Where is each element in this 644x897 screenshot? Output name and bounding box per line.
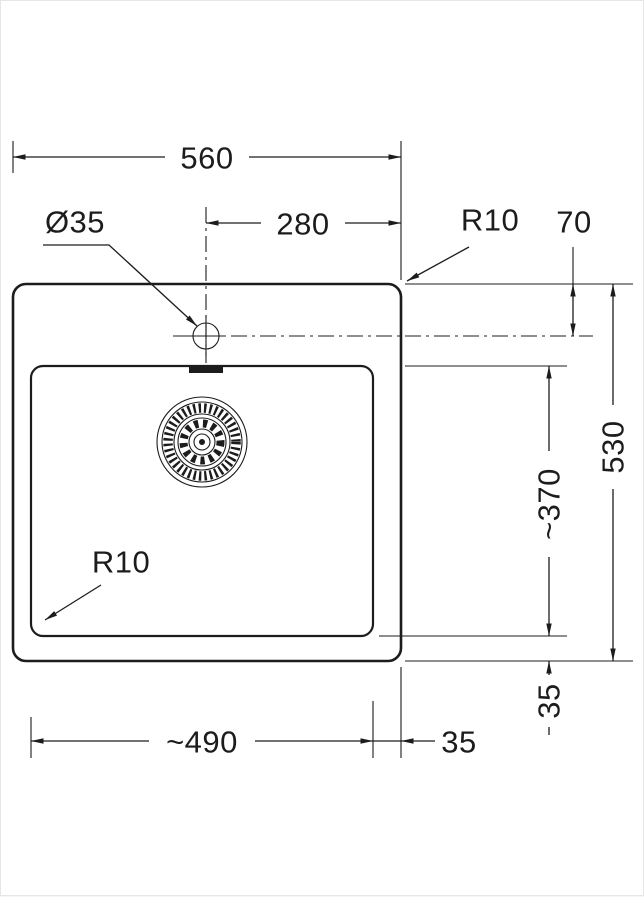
dim-bottom-margin: 35 — [531, 661, 567, 735]
dim-bowl-depth: ~370 — [531, 366, 567, 636]
corner-radius-bowl-label: R10 — [92, 545, 150, 580]
corner-radius-top-label: R10 — [461, 203, 519, 238]
drain-ring-outer — [156, 396, 248, 488]
callout-corner-radius-bowl: R10 — [44, 545, 150, 621]
extension-lines — [12, 141, 633, 758]
overall-width-label: 560 — [180, 141, 233, 176]
drain-ring — [177, 417, 227, 467]
centerlines — [173, 207, 593, 363]
drain-slots-band — [179, 419, 225, 465]
callout-hole-diameter: Ø35 — [43, 205, 198, 327]
sink-bowl-edge — [29, 364, 375, 638]
bottom-margin-label: 35 — [532, 683, 567, 718]
hole-center-offset-label: 280 — [276, 207, 329, 242]
dim-edge-to-hole: 70 — [556, 205, 591, 336]
right-margin-label: 35 — [441, 725, 476, 760]
drain-knurl-band — [163, 403, 241, 481]
drain-center-dot — [199, 439, 205, 445]
drain-strainer — [156, 396, 248, 488]
sink-outer-edge — [11, 282, 403, 663]
drain-ring — [173, 413, 231, 471]
drain-cap — [193, 433, 211, 451]
callout-corner-radius-top: R10 — [406, 203, 519, 282]
edge-to-hole-label: 70 — [556, 205, 591, 240]
dim-bowl-width: ~490 — [31, 723, 373, 760]
dim-overall-width: 560 — [13, 139, 401, 176]
drain-ring — [161, 401, 243, 483]
bowl-width-label: ~490 — [166, 725, 238, 760]
drain-ring — [188, 428, 216, 456]
dim-right-margin: 35 — [373, 725, 476, 760]
overall-depth-label: 530 — [596, 420, 631, 473]
overflow-slot — [189, 365, 223, 373]
dim-overall-depth: 530 — [595, 284, 631, 661]
sink-outline — [11, 282, 403, 663]
hole-diameter-label: Ø35 — [45, 205, 105, 240]
bowl-depth-label: ~370 — [532, 468, 567, 540]
dim-hole-center-offset: 280 — [206, 205, 401, 242]
